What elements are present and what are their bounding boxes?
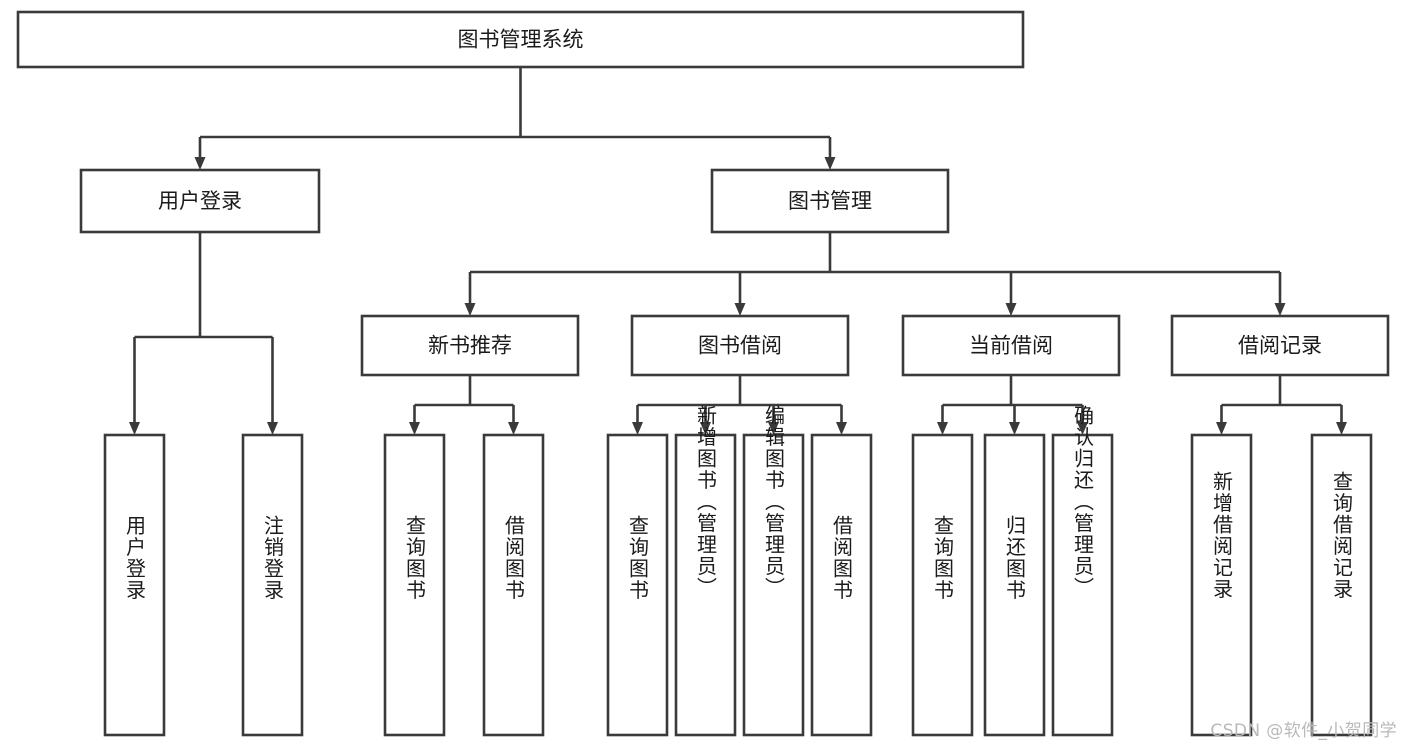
node-box-leaf-newbook-query: [383, 433, 446, 737]
node-box-borrow: [630, 314, 850, 377]
node-box-newbook: [360, 314, 580, 377]
node-leaf-newbook-borrow[interactable]: 借阅图书: [482, 433, 545, 737]
node-label-leaf-current-confirm: 确认归还（管理员）: [1071, 405, 1095, 599]
node-leaf-record-add[interactable]: 新增借阅记录: [1190, 433, 1253, 737]
node-box-leaf-current-query: [911, 433, 974, 737]
node-leaf-borrow-query[interactable]: 查询图书: [606, 433, 669, 737]
node-label-leaf-borrow-lend: 借阅图书: [830, 515, 854, 601]
node-box-login: [79, 168, 321, 234]
node-box-leaf-user-login: [103, 433, 166, 737]
connector-record: [1216, 375, 1347, 435]
node-box-leaf-borrow-query: [606, 433, 669, 737]
node-leaf-borrow-add[interactable]: 新增图书（管理员）: [674, 405, 737, 737]
node-box-leaf-user-logout: [241, 433, 304, 737]
connector-newbook: [409, 375, 519, 435]
node-label-leaf-newbook-borrow: 借阅图书: [502, 515, 526, 601]
node-layer: 图书管理系统用户登录图书管理新书推荐图书借阅当前借阅借阅记录用户登录注销登录查询…: [16, 10, 1390, 737]
node-label-current: 当前借阅: [969, 334, 1053, 358]
node-label-leaf-current-return: 归还图书: [1003, 515, 1027, 601]
node-leaf-borrow-lend[interactable]: 借阅图书: [810, 433, 873, 737]
node-label-record: 借阅记录: [1238, 334, 1322, 358]
node-leaf-newbook-query[interactable]: 查询图书: [383, 433, 446, 737]
node-newbook[interactable]: 新书推荐: [360, 314, 580, 377]
node-box-leaf-record-query: [1310, 433, 1373, 737]
node-box-leaf-current-return: [983, 433, 1046, 737]
node-label-leaf-user-login: 用户登录: [123, 515, 147, 601]
node-label-login: 用户登录: [158, 189, 242, 213]
node-bookmgmt[interactable]: 图书管理: [710, 168, 950, 234]
node-box-leaf-current-confirm: [1051, 433, 1114, 737]
node-label-leaf-record-add: 新增借阅记录: [1210, 471, 1234, 600]
node-label-root: 图书管理系统: [458, 28, 584, 52]
node-label-leaf-borrow-add: 新增图书（管理员）: [694, 405, 718, 599]
node-leaf-current-confirm[interactable]: 确认归还（管理员）: [1051, 405, 1114, 737]
node-current[interactable]: 当前借阅: [901, 314, 1121, 377]
node-leaf-user-logout[interactable]: 注销登录: [241, 433, 304, 737]
csdn-watermark: CSDN @软件_小贺同学: [1210, 721, 1397, 741]
node-leaf-borrow-edit[interactable]: 编辑图书（管理员）: [742, 405, 805, 737]
node-box-leaf-borrow-add: [674, 433, 737, 737]
connector-layer: [129, 67, 1347, 435]
node-label-leaf-borrow-edit: 编辑图书（管理员）: [762, 405, 786, 599]
node-label-leaf-user-logout: 注销登录: [261, 515, 285, 601]
node-label-leaf-record-query: 查询借阅记录: [1330, 471, 1354, 600]
node-label-newbook: 新书推荐: [428, 334, 512, 358]
node-box-leaf-record-add: [1190, 433, 1253, 737]
node-leaf-user-login[interactable]: 用户登录: [103, 433, 166, 737]
node-box-bookmgmt: [710, 168, 950, 234]
node-leaf-current-query[interactable]: 查询图书: [911, 433, 974, 737]
node-record[interactable]: 借阅记录: [1170, 314, 1390, 377]
connector-root: [194, 67, 836, 170]
node-borrow[interactable]: 图书借阅: [630, 314, 850, 377]
connector-bookmgmt: [464, 232, 1286, 316]
node-label-leaf-borrow-query: 查询图书: [626, 515, 650, 601]
node-box-leaf-borrow-lend: [810, 433, 873, 737]
connector-login: [129, 232, 278, 435]
node-label-bookmgmt: 图书管理: [788, 189, 872, 213]
node-leaf-record-query[interactable]: 查询借阅记录: [1310, 433, 1373, 737]
connector-borrow: [632, 375, 847, 435]
node-box-root: [16, 10, 1025, 69]
node-label-borrow: 图书借阅: [698, 334, 782, 358]
node-box-leaf-newbook-borrow: [482, 433, 545, 737]
node-label-leaf-newbook-query: 查询图书: [403, 515, 427, 601]
node-box-current: [901, 314, 1121, 377]
node-box-leaf-borrow-edit: [742, 433, 805, 737]
node-leaf-current-return[interactable]: 归还图书: [983, 433, 1046, 737]
node-box-record: [1170, 314, 1390, 377]
node-root[interactable]: 图书管理系统: [16, 10, 1025, 69]
node-login[interactable]: 用户登录: [79, 168, 321, 234]
connector-current: [937, 375, 1088, 435]
node-label-leaf-current-query: 查询图书: [931, 515, 955, 601]
